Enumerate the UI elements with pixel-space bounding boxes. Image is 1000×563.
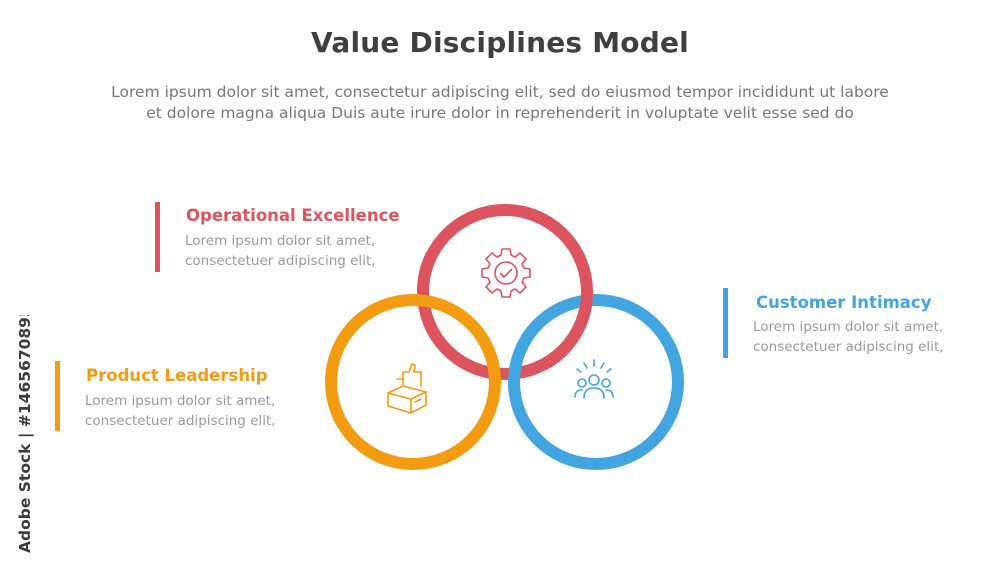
operational-excellence-text: Lorem ipsum dolor sit amet, consectetuer… [185,231,376,271]
ring-overlap-orange-red [465,318,501,379]
product-leadership-text-line-1: Lorem ipsum dolor sit amet, [85,393,276,409]
product-leadership-text: Lorem ipsum dolor sit amet, consectetuer… [85,391,276,431]
page-description: Lorem ipsum dolor sit amet, consectetur … [40,82,960,124]
customer-intimacy-ring [508,294,684,470]
description-line-1: Lorem ipsum dolor sit amet, consectetur … [111,83,889,101]
watermark-text: Adobe Stock | #1465670895 [16,315,35,553]
customer-intimacy-text: Lorem ipsum dolor sit amet, consectetuer… [753,317,944,357]
people-group-icon [574,359,614,399]
description-line-2: et dolore magna aliqua Duis aute irure d… [146,104,854,122]
customer-intimacy-accent-bar [723,288,728,358]
product-leadership-title: Product Leadership [86,366,268,385]
thumbs-up-box-icon [387,363,427,414]
operational-excellence-accent-bar [155,202,160,272]
operational-excellence-text-line-1: Lorem ipsum dolor sit amet, [185,233,376,249]
product-leadership-text-line-2: consectetuer adipiscing elit, [85,413,276,429]
gear-check-icon [481,248,531,298]
customer-intimacy-text-line-1: Lorem ipsum dolor sit amet, [753,319,944,335]
customer-intimacy-title: Customer Intimacy [756,293,932,312]
operational-excellence-text-line-2: consectetuer adipiscing elit, [185,253,376,269]
page-title: Value Disciplines Model [311,26,689,59]
ring-overlap-red-blue [540,291,594,371]
product-leadership-ring [325,294,501,470]
stock-watermark: Adobe Stock | #1465670895 [16,315,35,553]
ring-overlap-red-orange [416,251,438,293]
operational-excellence-title: Operational Excellence [186,206,400,225]
product-leadership-accent-bar [55,361,60,431]
customer-intimacy-text-line-2: consectetuer adipiscing elit, [753,339,944,355]
